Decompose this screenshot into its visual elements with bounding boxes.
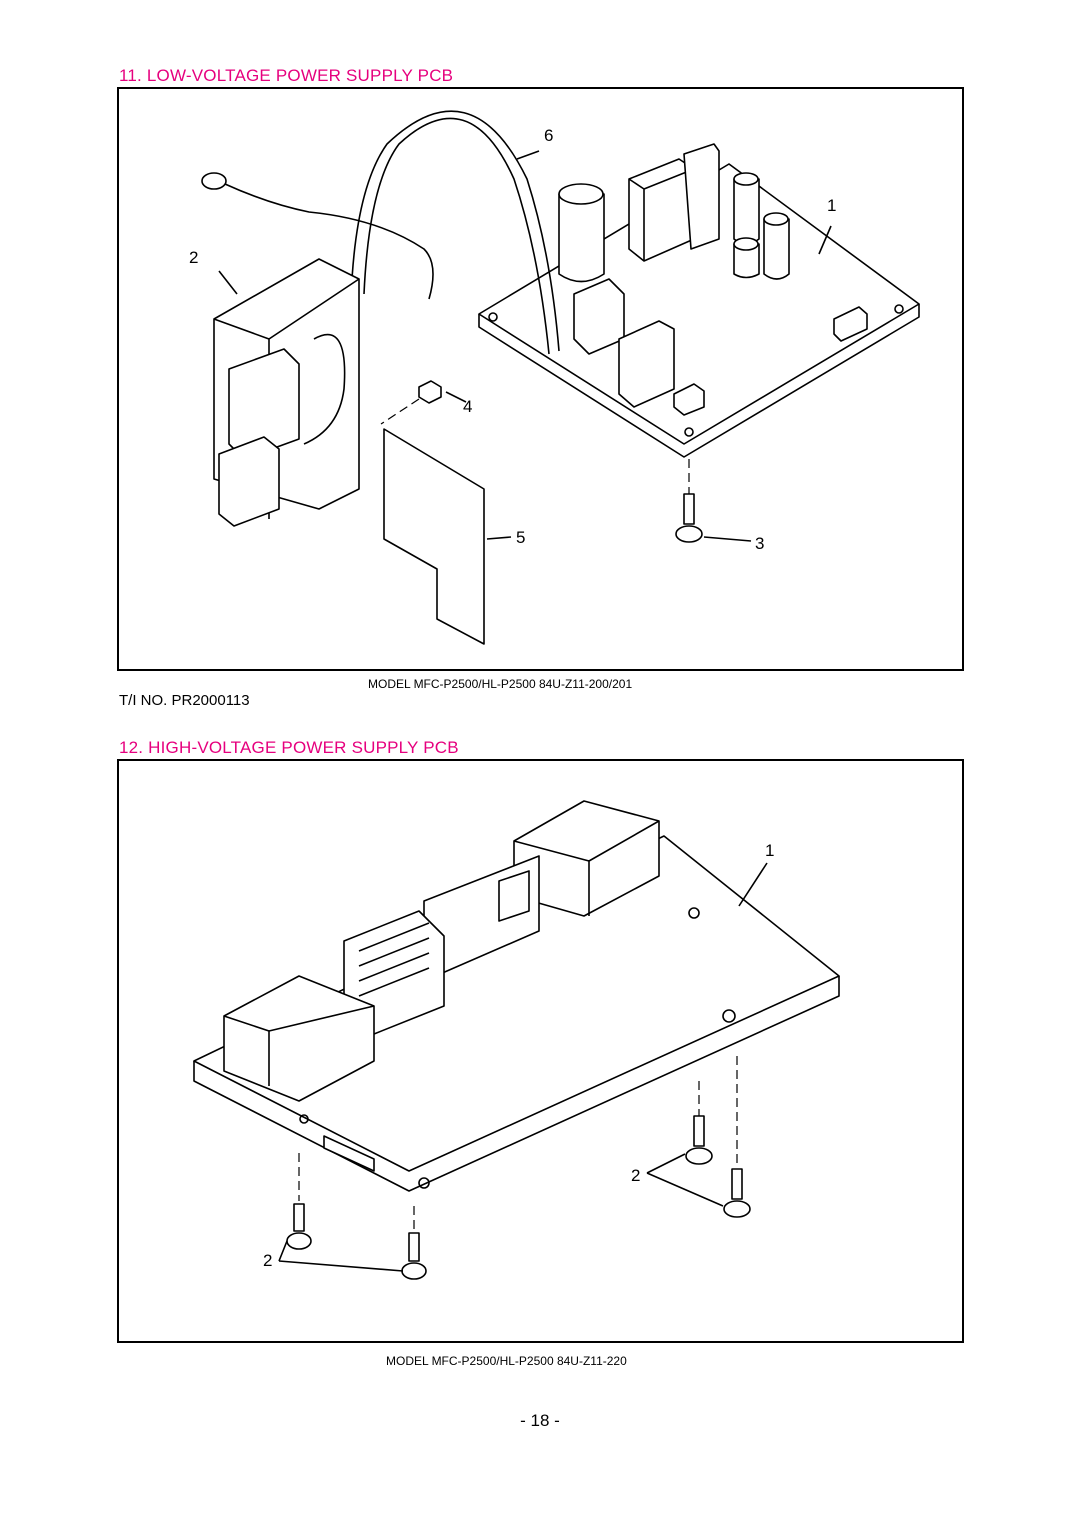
callout-1: 1	[765, 841, 774, 860]
callout-2-left: 2	[263, 1251, 272, 1270]
callout-1: 1	[827, 196, 836, 215]
ti-number: T/I NO. PR2000113	[119, 692, 250, 709]
high-voltage-pcb-drawing: 1 2 2	[193, 800, 840, 1280]
page-number: - 18 -	[520, 1411, 560, 1430]
section-11-title: 11. LOW-VOLTAGE POWER SUPPLY PCB	[119, 66, 454, 85]
callout-2-right: 2	[631, 1166, 640, 1185]
high-voltage-pcb-figure: 1 2 2	[117, 759, 964, 1343]
low-voltage-pcb-figure: 6 1 2 4 5 3	[117, 87, 964, 671]
callout-3: 3	[755, 534, 764, 553]
callout-4: 4	[463, 397, 472, 416]
section-12-model: MODEL MFC-P2500/HL-P2500 84U-Z11-220	[386, 1354, 627, 1368]
low-voltage-pcb-drawing: 6 1 2 4 5 3	[189, 110, 920, 645]
section-11-model: MODEL MFC-P2500/HL-P2500 84U-Z11-200/201	[368, 677, 633, 691]
callout-5: 5	[516, 528, 525, 547]
callout-2: 2	[189, 248, 198, 267]
lv-insulation-sheet	[383, 428, 485, 645]
callout-6: 6	[544, 126, 553, 145]
section-12-title: 12. HIGH-VOLTAGE POWER SUPPLY PCB	[119, 738, 459, 757]
